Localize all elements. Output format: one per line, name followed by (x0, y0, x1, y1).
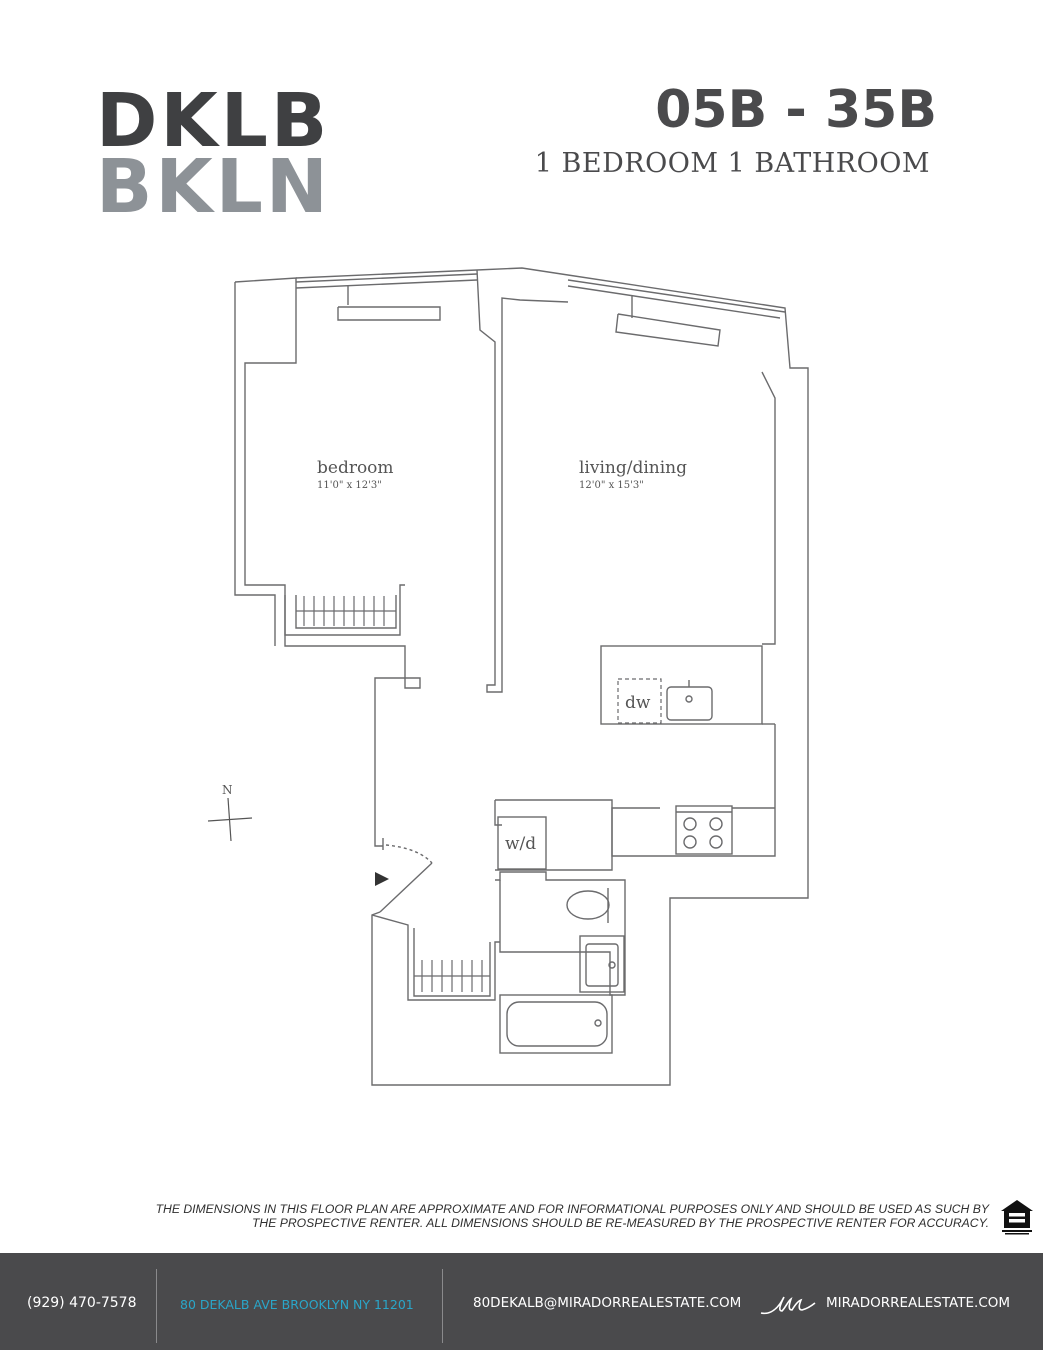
dishwasher-outline (617, 678, 662, 724)
dishwasher-label: dw (625, 693, 651, 713)
dklb-bkln-logo: DKLB BKLN (96, 78, 336, 230)
footer-phone[interactable]: (929) 470-7578 (27, 1295, 137, 1311)
entry-arrow-icon (375, 872, 389, 886)
disclaimer-line-1: THE DIMENSIONS IN THIS FLOOR PLAN ARE AP… (155, 1202, 989, 1216)
contact-footer: (929) 470-7578 80 DEKALB AVE BROOKLYN NY… (0, 1253, 1043, 1350)
mirador-signature-icon (760, 1296, 816, 1315)
footer-email[interactable]: 80DEKALB@MIRADORREALESTATE.COM (473, 1295, 742, 1311)
logo-line-2: BKLN (96, 144, 331, 230)
room-name-living: living/dining (579, 458, 687, 478)
unit-title: 05B - 35B (655, 80, 937, 140)
footer-website[interactable]: MIRADORREALESTATE.COM (826, 1295, 1011, 1311)
equal-housing-opportunity-icon (1001, 1200, 1033, 1235)
room-dims-living: 12'0" x 15'3" (579, 480, 644, 491)
footer-address: 80 DEKALB AVE BROOKLYN NY 11201 (180, 1297, 414, 1312)
unit-subtitle: 1 BEDROOM 1 BATHROOM (534, 148, 930, 179)
logo-line-1: DKLB (96, 78, 331, 164)
floor-plan-drawing: N bedroom 11'0" x 12'3" living/dining 12… (207, 267, 809, 1086)
room-dims-bedroom: 11'0" x 12'3" (317, 480, 382, 491)
washer-dryer-label: w/d (505, 834, 536, 854)
footer-divider (156, 1269, 157, 1343)
room-name-bedroom: bedroom (317, 458, 394, 478)
floor-plan: N bedroom 11'0" x 12'3" living/dining 12… (200, 260, 820, 1100)
compass-icon (207, 797, 253, 842)
compass-north-label: N (222, 783, 233, 797)
outer-wall (234, 277, 421, 850)
footer-divider (442, 1269, 443, 1343)
disclaimer: THE DIMENSIONS IN THIS FLOOR PLAN ARE AP… (129, 1202, 989, 1230)
disclaimer-line-2: THE PROSPECTIVE RENTER. ALL DIMENSIONS S… (251, 1216, 989, 1230)
